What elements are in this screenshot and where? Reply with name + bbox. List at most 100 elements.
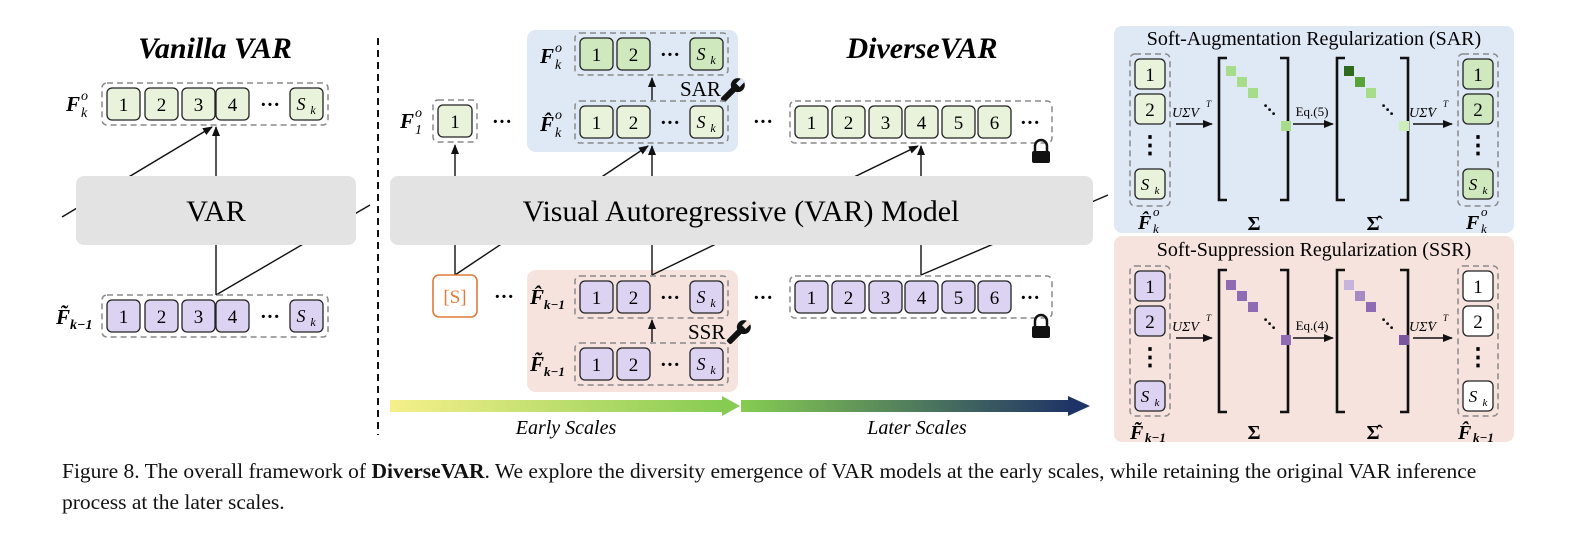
svg-text:F: F xyxy=(399,109,414,133)
ssr-output-token-sk xyxy=(1462,380,1494,412)
vanilla-bottom-token xyxy=(144,299,179,333)
later-top-token xyxy=(868,105,903,139)
later-bottom-group-border xyxy=(789,275,1053,319)
later-bottom-token xyxy=(831,280,866,314)
svg-text:3: 3 xyxy=(194,95,204,116)
vanilla-var-block xyxy=(76,176,356,245)
diverse-tildefprev-label: F̃ k−1 xyxy=(529,352,565,379)
ellipsis: ··· xyxy=(260,94,280,116)
diagonal-cell xyxy=(1281,121,1291,131)
svg-text:k: k xyxy=(710,53,716,67)
svg-text:T: T xyxy=(1443,99,1449,109)
later-top-group-border xyxy=(789,100,1053,144)
svg-text:k: k xyxy=(555,126,562,141)
svg-text:UΣ̂V: UΣ̂V xyxy=(1409,320,1437,335)
caption-suffix: . We explore the diversity emergence of … xyxy=(62,459,1477,514)
vanilla-top-token-sk xyxy=(289,87,324,121)
vanilla-bottom-token xyxy=(106,299,141,333)
svg-text:k−1: k−1 xyxy=(544,297,565,312)
later-top-tokens: 1 2 3 4 5 6 ··· xyxy=(794,105,1040,139)
diverse-hatfk-group-border xyxy=(574,100,729,144)
svg-text:2: 2 xyxy=(1473,312,1483,333)
diverse-hatfk-tokens: 1 2 ··· S k xyxy=(579,105,724,139)
vanilla-bottom-token xyxy=(215,299,250,333)
diverse-hatfprev-token-sk xyxy=(689,280,724,314)
vanilla-bottom-group-border xyxy=(101,294,329,338)
vanilla-top-tokens: 1 2 3 4 ··· S k xyxy=(106,87,324,121)
sar-sigma-hat-diagonal xyxy=(1344,66,1409,131)
later-bottom-token xyxy=(904,280,939,314)
svg-text:k−1: k−1 xyxy=(1145,430,1166,445)
var-model-block xyxy=(390,176,1093,245)
lock-icon xyxy=(1032,138,1050,163)
diverse-fk-label: F o k xyxy=(539,41,562,73)
diagonal-ellipsis-dot xyxy=(1272,326,1275,329)
svg-text:UΣV: UΣV xyxy=(1172,320,1200,335)
sar-input-token xyxy=(1134,93,1166,125)
svg-text:k: k xyxy=(1481,221,1487,236)
start-token xyxy=(432,274,478,318)
diagonal-ellipsis-dot xyxy=(1386,108,1389,111)
sar-output-token xyxy=(1462,93,1494,125)
vertical-ellipsis: ⋮ xyxy=(1138,133,1162,159)
diagonal-ellipsis-dot xyxy=(1268,322,1271,325)
diagonal-cell xyxy=(1237,291,1247,301)
svg-text:o: o xyxy=(555,108,562,123)
diagonal-cell xyxy=(1248,302,1258,312)
svg-text:k−1: k−1 xyxy=(70,318,92,333)
diverse-f1-label: F o 1 xyxy=(399,106,422,138)
ellipsis: ··· xyxy=(494,286,514,308)
ellipsis: ··· xyxy=(660,112,680,134)
svg-text:S: S xyxy=(297,94,306,114)
var-model-label: Visual Autoregressive (VAR) Model xyxy=(523,195,960,228)
vertical-ellipsis: ⋮ xyxy=(1466,133,1490,159)
vanilla-var-label: VAR xyxy=(186,195,245,228)
sar-output-column-border xyxy=(1457,53,1499,207)
ellipsis: ··· xyxy=(492,111,512,133)
early-scales-arrowhead xyxy=(722,396,740,416)
svg-text:F̂: F̂ xyxy=(1457,420,1472,444)
ssr-sigma-diagonal xyxy=(1226,280,1291,345)
ssr-input-token xyxy=(1134,305,1166,337)
diagonal-ellipsis-dot xyxy=(1272,112,1275,115)
diagonal-cell xyxy=(1366,88,1376,98)
later-top-token xyxy=(831,105,866,139)
diagonal-cell xyxy=(1344,280,1354,290)
ssr-input-label: F̃ k−1 xyxy=(1129,421,1166,445)
svg-text:o: o xyxy=(1481,204,1488,219)
later-scales-arrowhead xyxy=(1068,396,1090,416)
svg-text:S: S xyxy=(697,287,706,307)
diverse-fk-token xyxy=(579,37,614,71)
ellipsis: ··· xyxy=(753,287,773,309)
svg-text:T: T xyxy=(1206,99,1212,109)
vanilla-top-label: F o k xyxy=(65,89,88,121)
svg-text:S: S xyxy=(697,112,706,132)
svg-text:k−1: k−1 xyxy=(544,364,565,379)
svg-text:1: 1 xyxy=(592,113,602,134)
svg-text:S: S xyxy=(697,354,706,374)
svg-text:UΣ̂V: UΣ̂V xyxy=(1409,106,1437,121)
diagonal-cell xyxy=(1226,66,1236,76)
svg-text:2: 2 xyxy=(157,307,167,328)
diverse-hatfk-token xyxy=(579,105,614,139)
svg-text:2: 2 xyxy=(629,288,639,309)
svg-text:1: 1 xyxy=(415,123,422,138)
sar-tag: SAR xyxy=(680,77,721,101)
vanilla-bottom-tokens: 1 2 3 4 ··· S k xyxy=(106,299,324,333)
svg-text:5: 5 xyxy=(954,288,964,309)
sar-input-token-sk xyxy=(1134,168,1166,200)
diagonal-cell xyxy=(1237,77,1247,87)
ssr-inverse-svd-label: UΣ̂V T xyxy=(1409,313,1449,335)
svg-text:T: T xyxy=(1443,313,1449,323)
ssr-sigma-hat-diagonal xyxy=(1344,280,1409,345)
sar-output-token-sk xyxy=(1462,168,1494,200)
sar-title: Soft-Augmentation Regularization (SAR) xyxy=(1147,28,1481,50)
wrench-icon xyxy=(726,319,752,345)
ssr-panel xyxy=(1114,236,1514,442)
vanilla-bottom-token xyxy=(181,299,216,333)
svg-text:k: k xyxy=(555,58,562,73)
figure-caption: Figure 8. The overall framework of Diver… xyxy=(62,456,1532,518)
diverse-hatfk-label: F̂ o k xyxy=(539,108,562,141)
diverse-fk-tokens: 1 2 ··· S k xyxy=(579,37,724,71)
svg-text:F̃: F̃ xyxy=(529,352,544,376)
